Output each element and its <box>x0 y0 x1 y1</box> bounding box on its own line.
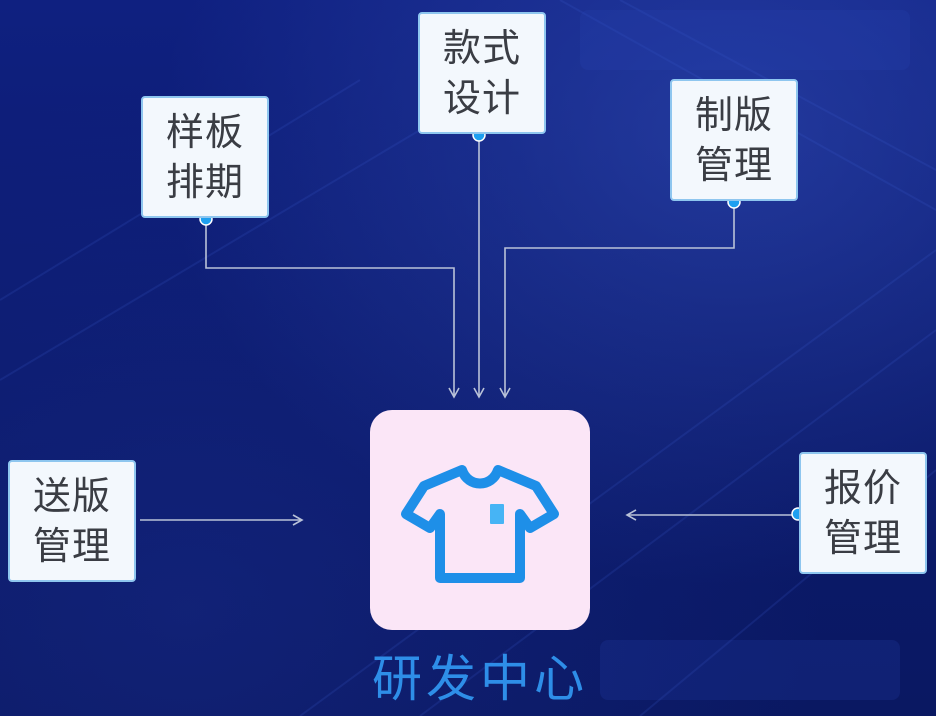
node-label-line2: 管理 <box>694 143 773 187</box>
t-shirt-icon <box>401 465 559 583</box>
node-label-line1: 送版 <box>32 474 111 518</box>
node-label-line2: 设计 <box>442 76 521 120</box>
node-label-line2: 管理 <box>32 524 111 568</box>
node-label-line1: 样板 <box>165 110 244 154</box>
node-songban-guanli: 送版 管理 <box>8 460 136 582</box>
node-baojia-guanli: 报价 管理 <box>799 452 927 574</box>
center-hub-card <box>370 410 590 630</box>
node-label-line2: 管理 <box>823 516 902 560</box>
center-hub-title: 研发中心 <box>372 650 588 708</box>
node-label-line1: 制版 <box>694 93 773 137</box>
node-label-line1: 款式 <box>442 26 521 70</box>
node-yangban-paiqi: 样板 排期 <box>141 96 269 218</box>
node-label-line2: 排期 <box>165 160 244 204</box>
node-zhiban-guanli: 制版 管理 <box>670 79 798 201</box>
node-kuanshi-sheji: 款式 设计 <box>418 12 546 134</box>
node-label-line1: 报价 <box>823 466 902 510</box>
